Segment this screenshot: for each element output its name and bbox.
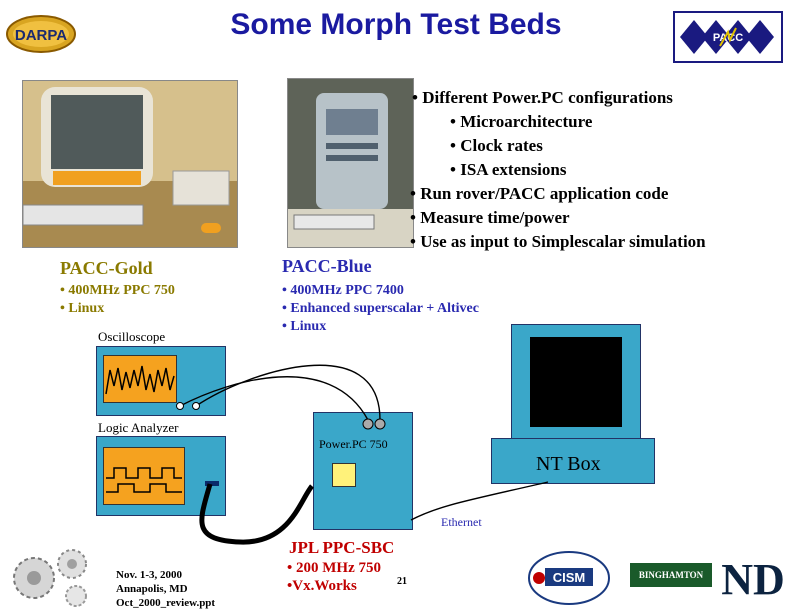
powerpc-label: Power.PC 750 xyxy=(319,437,388,452)
logic-analyzer-screen xyxy=(103,447,185,505)
pacc-gold-photo xyxy=(22,80,238,248)
pacc-blue-bullets: • 400MHz PPC 7400 • Enhanced superscalar… xyxy=(282,282,479,336)
ethernet-label: Ethernet xyxy=(441,515,482,530)
oscilloscope-screen xyxy=(103,355,177,403)
pacc-blue-title: PACC-Blue xyxy=(282,256,372,277)
powerpc-board: Power.PC 750 xyxy=(313,412,413,530)
logic-analyzer-device xyxy=(96,436,226,516)
bullet-microarchitecture: • Microarchitecture xyxy=(412,110,706,134)
main-bullet-list: • Different Power.PC configurations • Mi… xyxy=(412,86,706,254)
oscilloscope-device xyxy=(96,346,226,416)
bullet-simplescalar: • Use as input to Simplescalar simulatio… xyxy=(410,230,706,254)
footer-date: Nov. 1-3, 2000 xyxy=(116,568,215,582)
page-number: 21 xyxy=(397,575,407,589)
binghamton-logo-text: BINGHAMTON xyxy=(630,563,712,587)
footer-file: Oct_2000_review.ppt xyxy=(116,596,215,610)
nt-box-monitor xyxy=(511,324,641,440)
bullet-isa-extensions: • ISA extensions xyxy=(412,158,706,182)
jpl-title: JPL PPC-SBC xyxy=(289,538,394,558)
notre-dame-logo-text: ND xyxy=(722,555,784,602)
pacc-blue-bullet-cpu: • 400MHz PPC 7400 xyxy=(282,282,479,300)
cism-logo-text: CISM xyxy=(553,570,586,585)
footer-meta: Nov. 1-3, 2000 Annapolis, MD Oct_2000_re… xyxy=(116,568,215,610)
binghamton-logo: BINGHAMTON xyxy=(630,563,712,587)
jpl-bullet-cpu: • 200 MHz 750 xyxy=(287,559,381,577)
logic-analyzer-label: Logic Analyzer xyxy=(98,420,179,436)
bullet-powerpc-configs: • Different Power.PC configurations xyxy=(412,86,706,110)
pacc-gold-title: PACC-Gold xyxy=(60,258,153,279)
powerpc-chip xyxy=(332,463,356,487)
jpl-bullet-os: •Vx.Works xyxy=(287,577,381,595)
pacc-blue-bullet-os: • Linux xyxy=(282,318,479,336)
nt-box-screen xyxy=(530,337,622,427)
nt-box-label: NT Box xyxy=(536,453,601,476)
pacc-blue-photo xyxy=(287,78,414,248)
bullet-clock-rates: • Clock rates xyxy=(412,134,706,158)
jpl-bullets: • 200 MHz 750 •Vx.Works xyxy=(287,559,381,595)
cism-logo: CISM xyxy=(527,550,611,606)
notre-dame-logo: ND xyxy=(722,548,784,602)
pacc-gold-bullets: • 400MHz PPC 750 • Linux xyxy=(60,282,175,318)
gears-graphic xyxy=(4,538,104,610)
pacc-logo: PACC xyxy=(672,10,784,64)
bullet-run-code: • Run rover/PACC application code xyxy=(410,182,706,206)
oscilloscope-label: Oscilloscope xyxy=(98,329,165,345)
pacc-blue-bullet-superscalar: • Enhanced superscalar + Altivec xyxy=(282,300,479,318)
footer-location: Annapolis, MD xyxy=(116,582,215,596)
bullet-measure: • Measure time/power xyxy=(410,206,706,230)
pacc-gold-bullet-cpu: • 400MHz PPC 750 xyxy=(60,282,175,300)
pacc-gold-bullet-os: • Linux xyxy=(60,300,175,318)
logic-analyzer-port xyxy=(205,481,219,486)
nt-box-base: NT Box xyxy=(491,438,655,484)
